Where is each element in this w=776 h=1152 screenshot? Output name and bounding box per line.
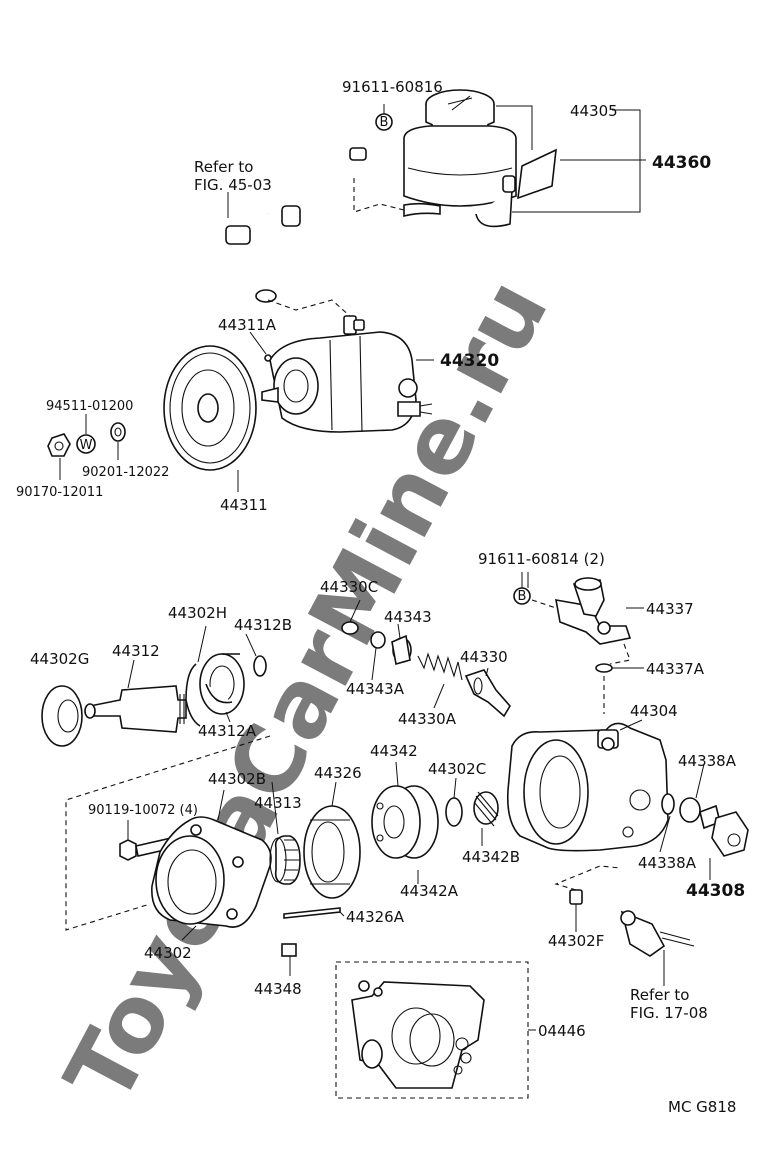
label-44302b: 44302B bbox=[208, 770, 266, 788]
reservoir-bolt: B bbox=[375, 104, 393, 131]
badge-w-icon: W bbox=[80, 438, 93, 453]
label-44326a: 44326A bbox=[346, 908, 405, 926]
label-44330: 44330 bbox=[460, 648, 508, 666]
label-44302c: 44302C bbox=[428, 760, 486, 778]
pump-assembly bbox=[261, 315, 433, 433]
snap-ring-44302h bbox=[185, 663, 201, 727]
pulley bbox=[163, 345, 257, 471]
label-refer-hose-2: FIG. 45-03 bbox=[194, 176, 272, 194]
union-44337 bbox=[555, 577, 632, 645]
label-44305: 44305 bbox=[570, 102, 618, 120]
snap-ring-44312b bbox=[253, 655, 267, 677]
label-refer-sensor-1: Refer to bbox=[630, 986, 689, 1004]
label-44302h: 44302H bbox=[168, 604, 227, 622]
spring-44342b bbox=[473, 791, 499, 827]
reservoir-label-plate bbox=[517, 148, 557, 200]
label-44337a: 44337A bbox=[646, 660, 705, 678]
label-44338a-lower: 44338A bbox=[638, 854, 697, 872]
label-90201-12022: 90201-12022 bbox=[82, 465, 169, 480]
label-44311: 44311 bbox=[220, 496, 268, 514]
connector-44308 bbox=[699, 804, 749, 857]
part-labels: 91611-60816 44305 44360 Refer to FIG. 45… bbox=[16, 78, 745, 1116]
label-44343a: 44343A bbox=[346, 680, 405, 698]
label-44348: 44348 bbox=[254, 980, 302, 998]
label-44302g: 44302G bbox=[30, 650, 89, 668]
oil-seal bbox=[41, 685, 83, 747]
rotor bbox=[269, 835, 301, 885]
pump-body bbox=[506, 722, 669, 852]
side-plate bbox=[371, 785, 439, 859]
label-44312: 44312 bbox=[112, 642, 160, 660]
cam-ring bbox=[303, 805, 361, 899]
label-44308: 44308 bbox=[686, 881, 745, 901]
o-ring-44343a bbox=[370, 631, 386, 649]
flow-valve bbox=[464, 669, 511, 718]
label-94511-01200: 94511-01200 bbox=[46, 399, 133, 414]
label-44320: 44320 bbox=[440, 351, 499, 371]
gasket-kit bbox=[335, 961, 536, 1099]
figure-code: MC G818 bbox=[668, 1098, 736, 1116]
label-44311a: 44311A bbox=[218, 316, 277, 334]
snap-ring-44312a bbox=[205, 683, 233, 704]
badge-b-icon-lower: B bbox=[518, 589, 527, 604]
label-44326: 44326 bbox=[314, 764, 362, 782]
snap-ring-44330c bbox=[341, 621, 359, 635]
pin bbox=[283, 907, 341, 919]
label-refer-sensor-2: FIG. 17-08 bbox=[630, 1004, 708, 1022]
label-44313: 44313 bbox=[254, 794, 302, 812]
o-ring-44338a bbox=[661, 793, 675, 815]
label-44338a-upper: 44338A bbox=[678, 752, 737, 770]
return-hose bbox=[225, 114, 367, 303]
spring-44330a bbox=[417, 652, 463, 681]
label-44342: 44342 bbox=[370, 742, 418, 760]
plug-44302f bbox=[554, 865, 621, 905]
label-91611-60816: 91611-60816 bbox=[342, 78, 443, 96]
label-90119-10072: 90119-10072 (4) bbox=[88, 803, 198, 818]
pulley-fasteners: W bbox=[47, 414, 126, 480]
label-refer-hose-1: Refer to bbox=[194, 158, 253, 176]
reservoir-tank bbox=[403, 89, 517, 228]
pressure-sensor bbox=[620, 910, 695, 986]
label-44337: 44337 bbox=[646, 600, 694, 618]
front-housing bbox=[151, 816, 272, 928]
label-44342a: 44342A bbox=[400, 882, 459, 900]
o-ring-44337a bbox=[595, 663, 613, 673]
label-90170-12011: 90170-12011 bbox=[16, 485, 103, 500]
label-44302: 44302 bbox=[144, 944, 192, 962]
label-44330c: 44330C bbox=[320, 578, 378, 596]
upper-assembly: B W bbox=[47, 89, 646, 492]
union-bolt: B bbox=[513, 572, 531, 605]
label-44330a: 44330A bbox=[398, 710, 457, 728]
plug-44343 bbox=[391, 634, 412, 666]
label-44312a: 44312A bbox=[198, 722, 257, 740]
drive-shaft bbox=[84, 685, 187, 733]
o-ring-44302c bbox=[445, 797, 463, 827]
label-91611-60814: 91611-60814 (2) bbox=[478, 550, 605, 568]
label-04446: 04446 bbox=[538, 1022, 586, 1040]
label-44342b: 44342B bbox=[462, 848, 520, 866]
label-44312b: 44312B bbox=[234, 616, 292, 634]
label-44343: 44343 bbox=[384, 608, 432, 626]
o-ring-44338a-lower bbox=[679, 797, 701, 823]
lower-assembly: B bbox=[41, 572, 749, 1099]
badge-b-icon: B bbox=[380, 115, 389, 130]
label-44360: 44360 bbox=[652, 153, 711, 173]
label-44304: 44304 bbox=[630, 702, 678, 720]
label-44302f: 44302F bbox=[548, 932, 604, 950]
bearing bbox=[199, 653, 245, 715]
vane-plate bbox=[281, 943, 297, 957]
